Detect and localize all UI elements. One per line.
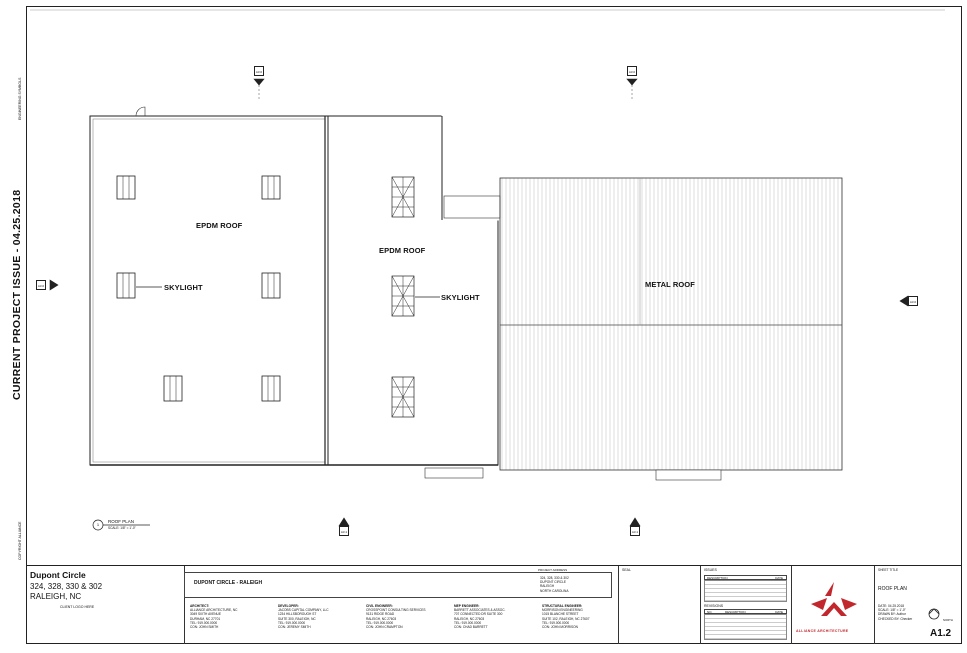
drawing-scale: SCALE: 1/8" = 1'-0" [108, 526, 136, 530]
client-logo-placeholder: CLIENT LOGO HERE [60, 605, 95, 609]
skylight-left-group [116, 175, 281, 402]
title-block: Dupont Circle 324, 328, 330 & 302 RALEIG… [26, 565, 962, 644]
drawing-number: 1 [96, 522, 100, 527]
project-address-label: PROJECT ADDRESS [538, 568, 568, 572]
firm-name: ALLIANCE ARCHITECTURE [796, 629, 849, 633]
consultant-civil: CIVIL ENGINEER:CROSSPOINT CONSULTING SER… [366, 604, 426, 630]
section-tag-bottom-left[interactable]: A3.1 [339, 526, 349, 536]
label-epdm-roof-left: EPDM ROOF [196, 221, 243, 230]
revisions-header-row: NO. DESCRIPTION DATE [704, 609, 787, 614]
issues-table [704, 580, 787, 602]
project-city: RALEIGH, NC [30, 592, 82, 601]
consultant-mep: MEP ENGINEER:BARRETT ASSOCIATES & ASSOC.… [454, 604, 506, 630]
issues-label: ISSUES [704, 568, 717, 572]
section-tag-right[interactable]: A3.0 [908, 296, 918, 306]
alliance-logo [811, 582, 857, 616]
north-label: NORTH [943, 618, 953, 622]
drawing-title: ROOF PLAN [108, 519, 135, 524]
drawing-sheet-border [26, 6, 962, 644]
north-arrow-icon [928, 608, 940, 620]
consultant-structural: STRUCTURAL ENGINEER:MORRISON ENGINEERING… [542, 604, 590, 630]
label-skylight-middle: SKYLIGHT [441, 293, 480, 302]
label-metal-roof: METAL ROOF [645, 280, 695, 289]
label-epdm-roof-middle: EPDM ROOF [379, 246, 426, 255]
section-tag-bottom-right[interactable]: A3.1 [630, 526, 640, 536]
issues-header-row: DESCRIPTION DATE [704, 575, 787, 580]
roof-hatch-door [135, 106, 146, 117]
section-tag-left[interactable]: A3.0 [36, 280, 46, 290]
section-tag-top-right[interactable]: A3.0 [627, 66, 637, 76]
seal-label: SEAL [622, 568, 631, 572]
metal-roof [499, 177, 843, 471]
roof-plan-drawing [30, 9, 945, 531]
project-name: Dupont Circle [30, 570, 86, 580]
sheet-title: ROOF PLAN [878, 586, 907, 592]
sheet-title-label: SHEET TITLE [878, 568, 899, 572]
section-tag-top-left[interactable]: A3.0 [254, 66, 264, 76]
label-skylight-left: SKYLIGHT [164, 283, 203, 292]
revisions-label: REVISIONS [704, 604, 724, 608]
sheet-number: A1.2 [930, 628, 952, 639]
revisions-table [704, 614, 787, 640]
project-address: 324, 328, 330 & 302 [30, 582, 103, 591]
project-title: DUPONT CIRCLE - RALEIGH [194, 580, 263, 586]
